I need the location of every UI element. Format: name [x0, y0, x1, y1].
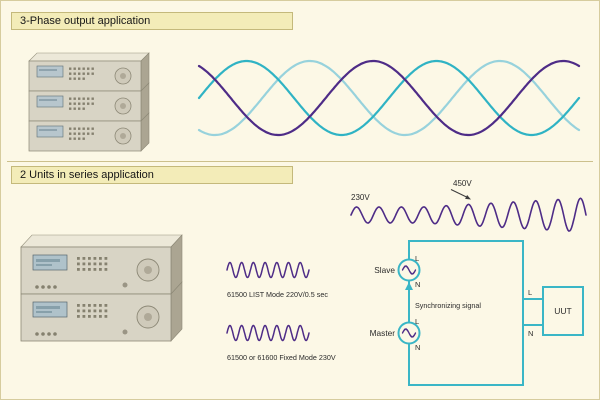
series-circuit-diagram: 230V 450V UUT L N Synchronizing signal S…: [226, 179, 587, 386]
instrument-top-face: [28, 52, 150, 62]
section-header-series: 2 Units in series application: [11, 166, 293, 184]
uut-terminal-l: L: [528, 288, 532, 297]
section-divider: [7, 161, 593, 162]
master-input-wave: [226, 324, 310, 342]
instrument-top-face: [20, 234, 183, 248]
three-phase-title: 3-Phase output application: [20, 15, 151, 27]
sync-arrowhead-icon: [405, 282, 413, 290]
slave-terminal-n: N: [415, 280, 420, 289]
uut-label: UUT: [554, 306, 571, 316]
phase-b-wave: [197, 59, 581, 137]
master-sine-glyph-icon: [401, 328, 417, 338]
slave-sine-glyph-icon: [401, 265, 417, 275]
voltage-arrowhead-icon: [465, 195, 471, 200]
master-terminal-n: N: [415, 343, 420, 352]
circuit-loop: [408, 240, 524, 386]
sync-label: Synchronizing signal: [415, 301, 481, 310]
phase-c-wave: [197, 59, 581, 137]
uut-terminal-n: N: [528, 329, 533, 338]
slave-input-wave: [226, 261, 310, 279]
voltage-high-label: 450V: [453, 179, 472, 188]
three-phase-waveform: [197, 59, 581, 137]
section-header-three-phase: 3-Phase output application: [11, 12, 293, 30]
master-caption: 61500 or 61600 Fixed Mode 230V: [227, 353, 336, 362]
master-label: Master: [370, 328, 396, 338]
series-title: 2 Units in series application: [20, 169, 154, 181]
voltage-arrow: [450, 189, 467, 198]
slave-terminal-l: L: [415, 254, 419, 263]
uut-box: [542, 286, 584, 336]
voltage-low-label: 230V: [351, 193, 370, 202]
slave-label: Slave: [374, 265, 395, 275]
three-unit-stack: [28, 52, 150, 152]
master-terminal-l: L: [415, 317, 419, 326]
series-output-wave: [350, 197, 587, 232]
two-unit-stack: [20, 234, 183, 342]
slave-caption: 61500 LIST Mode 220V/0.5 sec: [227, 290, 328, 299]
phase-a-wave: [197, 59, 581, 137]
